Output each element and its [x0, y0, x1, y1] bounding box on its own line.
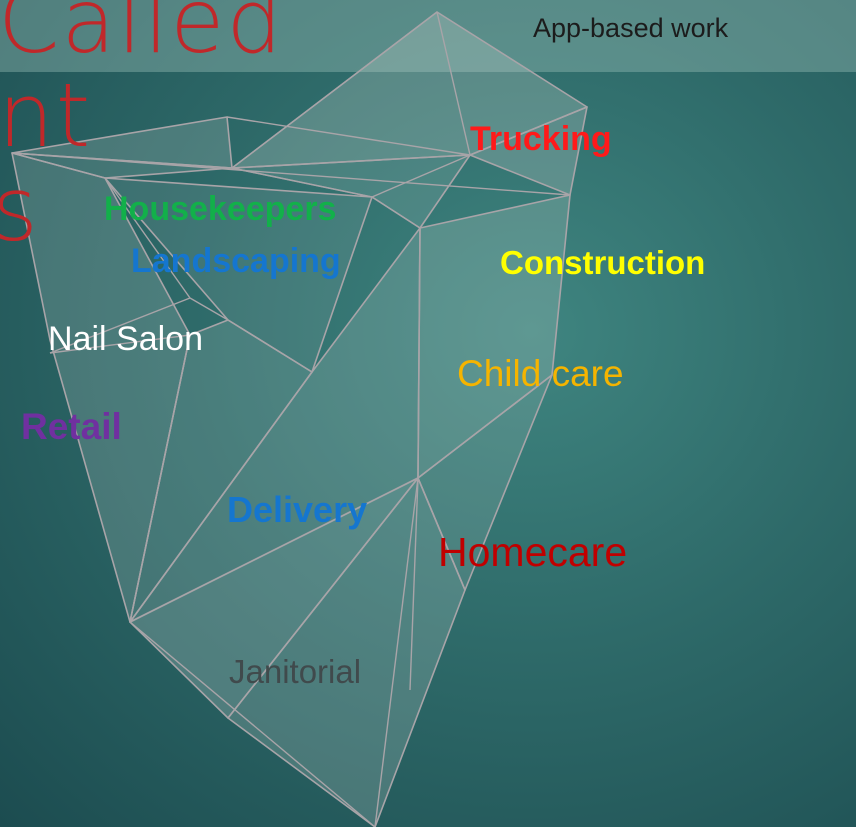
iceberg-edge — [231, 11, 438, 169]
iceberg-edge — [129, 334, 191, 623]
label-homecare: Homecare — [438, 529, 628, 575]
iceberg-edge — [371, 196, 421, 229]
label-construction: Construction — [500, 244, 706, 281]
label-child-care: Child care — [457, 353, 624, 394]
iceberg-edge — [49, 297, 191, 354]
label-delivery: Delivery — [227, 489, 368, 530]
title-fragment-1: Called — [0, 0, 285, 73]
title-fragment-2: nt — [0, 64, 93, 167]
iceberg-edge — [129, 621, 376, 827]
iceberg-facet — [469, 106, 588, 196]
iceberg-edge — [104, 177, 191, 299]
top-band — [0, 0, 856, 72]
label-trucking: Trucking — [470, 120, 612, 158]
label-janitorial: Janitorial — [229, 653, 362, 690]
app-based-work-caption: App-based work — [533, 13, 729, 43]
iceberg-edge — [374, 477, 419, 827]
iceberg-edge — [189, 297, 229, 321]
iceberg-edge — [417, 477, 466, 591]
iceberg-edge — [226, 116, 471, 156]
label-landscaping: Landscaping — [131, 242, 341, 280]
title-fragment-3: s — [0, 158, 40, 261]
iceberg-edge — [49, 334, 191, 354]
iceberg-edge — [231, 167, 373, 198]
label-nail-salon: Nail Salon — [48, 320, 203, 358]
label-housekeepers: Housekeepers — [104, 190, 337, 228]
iceberg-edge — [409, 477, 419, 691]
label-retail: Retail — [21, 406, 122, 447]
iceberg-edge — [371, 154, 471, 198]
iceberg-edge — [11, 152, 571, 196]
iceberg-edge — [436, 11, 471, 156]
